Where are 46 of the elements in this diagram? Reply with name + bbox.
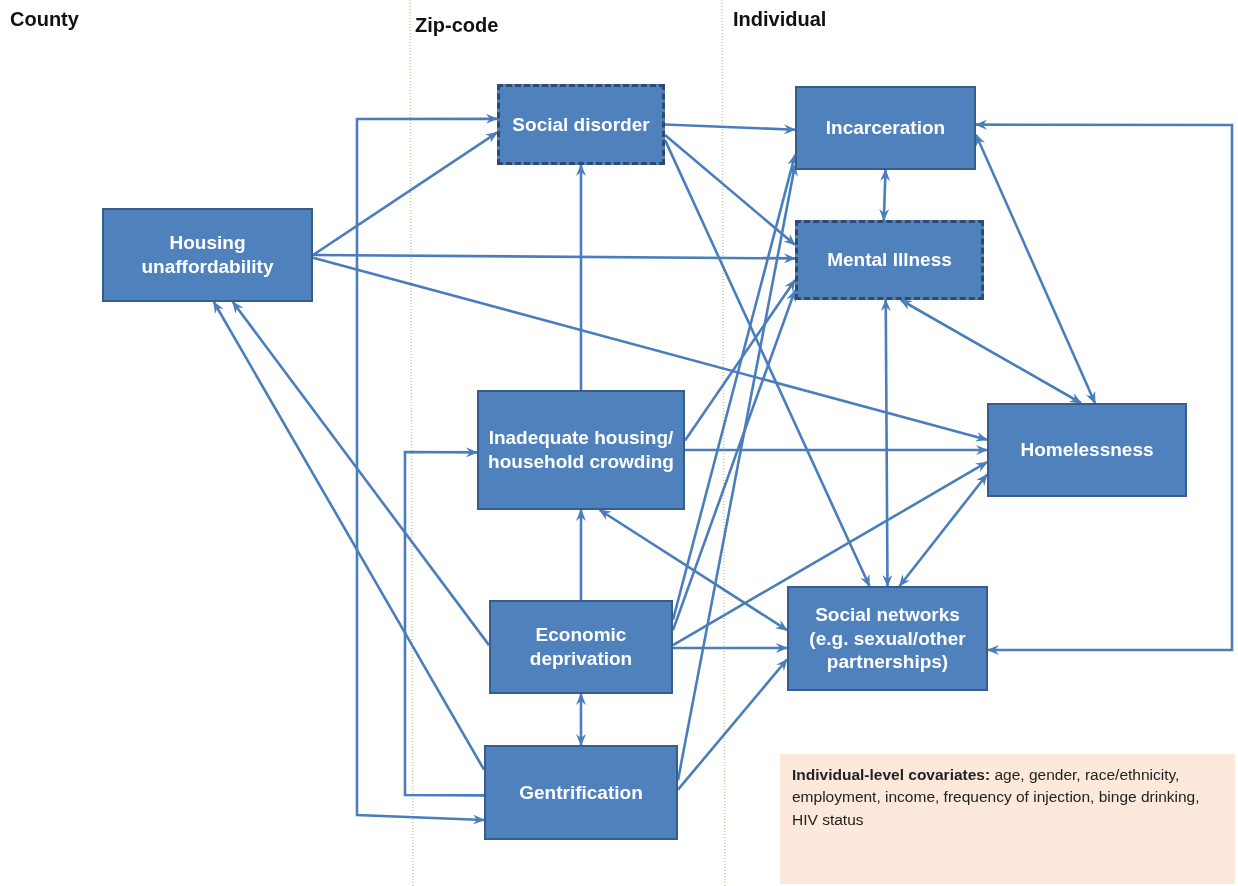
arrow bbox=[312, 256, 988, 442]
box-label: Gentrification bbox=[518, 780, 644, 805]
arrow bbox=[673, 642, 788, 653]
arrow bbox=[879, 169, 891, 221]
box-label: Economic deprivation bbox=[528, 623, 634, 671]
arrow bbox=[672, 461, 988, 647]
box-label: Homelessness bbox=[1019, 438, 1155, 463]
process-box bbox=[484, 745, 678, 840]
arrow bbox=[685, 445, 988, 455]
arrow bbox=[899, 298, 1082, 405]
arrow bbox=[677, 658, 788, 791]
box-label: Social disorder bbox=[511, 112, 651, 137]
box-label: Mental Illness bbox=[826, 248, 953, 273]
box-label: Incarceration bbox=[824, 116, 947, 141]
column-heading: Individual bbox=[733, 8, 827, 31]
note-box bbox=[780, 754, 1235, 884]
process-box bbox=[987, 403, 1187, 497]
arrow bbox=[576, 509, 586, 600]
column-heading: County bbox=[10, 8, 79, 31]
arrow bbox=[663, 139, 871, 587]
process-box bbox=[489, 600, 673, 694]
arrow bbox=[212, 301, 486, 771]
arrow bbox=[576, 693, 586, 746]
arrow bbox=[898, 473, 989, 587]
dashed-box bbox=[497, 84, 665, 165]
box-label: Housing unaffordability bbox=[140, 231, 275, 279]
arrow bbox=[598, 508, 788, 632]
arrow bbox=[664, 134, 796, 246]
process-box bbox=[787, 586, 988, 691]
process-box bbox=[795, 86, 976, 170]
process-box bbox=[102, 208, 313, 302]
arrow bbox=[313, 253, 796, 264]
note-text: Individual-level covariates: age, gender, race/ethnicity, employment, income, frequency of injection, binge drinking, HIV status bbox=[791, 765, 1201, 830]
arrow bbox=[664, 123, 796, 135]
box-label: Inadequate housing/ household crowding bbox=[487, 426, 675, 474]
process-box bbox=[477, 390, 685, 510]
arrow bbox=[355, 113, 498, 825]
column-heading: Zip-code bbox=[415, 14, 499, 37]
arrow bbox=[403, 447, 484, 797]
arrow bbox=[231, 301, 491, 646]
arrow bbox=[576, 164, 586, 390]
box-label: Social networks (e.g. sexual/other partnerships) bbox=[808, 602, 967, 675]
dashed-box bbox=[795, 220, 984, 300]
arrow bbox=[975, 119, 1234, 656]
arrow bbox=[880, 299, 893, 587]
arrow bbox=[312, 131, 498, 257]
